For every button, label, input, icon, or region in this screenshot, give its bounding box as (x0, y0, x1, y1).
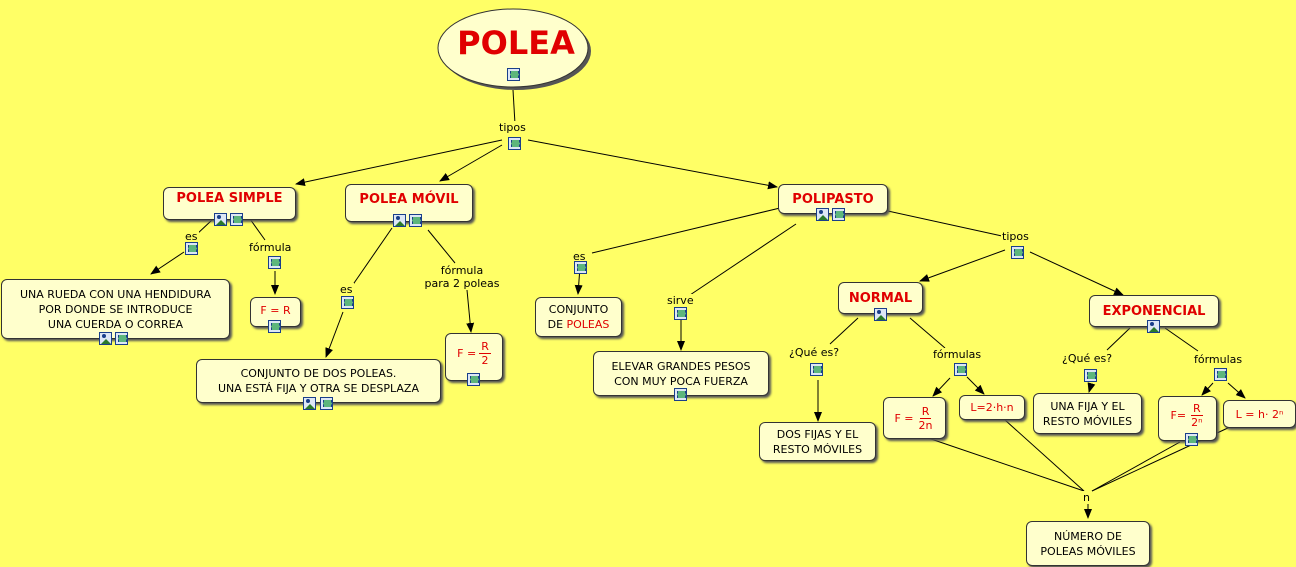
link-line: para 2 poleas (424, 277, 500, 290)
desc-line: DE POLEAS (548, 317, 610, 332)
image-icon[interactable] (214, 213, 227, 226)
node-normal-desc[interactable]: DOS FIJAS Y EL RESTO MÓVILES (759, 422, 876, 461)
video-icon[interactable] (810, 363, 823, 376)
video-icon[interactable] (341, 296, 354, 309)
desc-line: DOS FIJAS Y EL (776, 427, 859, 441)
video-icon[interactable] (230, 213, 243, 226)
link-sirve: sirve (666, 294, 695, 307)
image-icon[interactable] (816, 208, 829, 221)
link-n: n (1082, 491, 1091, 504)
video-icon[interactable] (832, 208, 845, 221)
node-exponencial-desc[interactable]: UNA FIJA Y EL RESTO MÓVILES (1033, 393, 1142, 434)
link-line: fórmula (440, 264, 484, 277)
link-formula: fórmula para 2 poleas (418, 264, 506, 290)
video-icon[interactable] (508, 137, 521, 150)
link-es: es (184, 230, 199, 243)
video-icon[interactable] (954, 363, 967, 376)
desc-line: UNA RUEDA CON UNA HENDIDURA (19, 287, 212, 301)
root-title: POLEA (457, 24, 575, 62)
video-icon[interactable] (185, 242, 198, 255)
node-title: NORMAL (848, 290, 913, 306)
video-icon[interactable] (674, 388, 687, 401)
fraction-formula: F = R 2n (894, 405, 934, 432)
video-icon[interactable] (268, 256, 281, 269)
desc-word: DE (547, 318, 564, 331)
node-title: POLEA SIMPLE (176, 191, 283, 206)
node-movil-desc[interactable]: CONJUNTO DE DOS POLEAS. UNA ESTÁ FIJA Y … (196, 359, 441, 403)
video-icon[interactable] (574, 261, 587, 274)
formula-lhs: F = (894, 411, 914, 425)
video-icon[interactable] (320, 397, 333, 410)
formula-text: L=2·h·n (970, 401, 1014, 414)
link-es: es (339, 283, 354, 296)
root-ellipse (437, 8, 591, 90)
denominator: 2ⁿ (1191, 416, 1203, 429)
node-normal-formula-l[interactable]: L=2·h·n (959, 395, 1025, 420)
link-formula: fórmula (248, 241, 293, 254)
node-polipasto-desc[interactable]: CONJUNTO DE POLEAS (535, 297, 622, 337)
fraction: R 2n (917, 405, 935, 432)
video-icon[interactable] (467, 373, 480, 386)
video-icon[interactable] (507, 68, 520, 81)
desc-highlight: POLEAS (566, 318, 610, 331)
video-icon[interactable] (1011, 246, 1024, 259)
video-icon[interactable] (1185, 433, 1198, 446)
numerator: R (1190, 402, 1203, 416)
desc-line: POLEAS MÓVILES (1040, 544, 1136, 558)
video-icon[interactable] (1214, 368, 1227, 381)
desc-line: RESTO MÓVILES (1042, 414, 1133, 428)
desc-line: POR DONDE SE INTRODUCE (38, 302, 193, 316)
desc-line: UNA FIJA Y EL (1050, 399, 1125, 413)
node-title: POLEA MÓVIL (359, 191, 459, 207)
formula-lhs: F= (1170, 409, 1187, 422)
desc-line: RESTO MÓVILES (772, 442, 863, 456)
image-icon[interactable] (393, 214, 406, 227)
link-tipos: tipos (1001, 230, 1030, 243)
link-tipos-main: tipos (498, 121, 527, 134)
desc-line: ELEVAR GRANDES PESOS (611, 359, 751, 373)
image-icon[interactable] (874, 308, 887, 321)
node-title: EXPONENCIAL (1102, 303, 1206, 319)
fraction-formula: F = R 2 (457, 340, 491, 367)
desc-line: CON MUY POCA FUERZA (614, 374, 748, 388)
node-title: POLIPASTO (792, 191, 874, 207)
node-normal-formula-f[interactable]: F = R 2n (883, 397, 946, 439)
link-que-es: ¿Qué es? (1061, 352, 1114, 365)
desc-line: UNA CUERDA O CORREA (47, 317, 184, 331)
video-icon[interactable] (1084, 369, 1097, 382)
link-formulas: fórmulas (932, 348, 983, 361)
node-polea-simple[interactable]: POLEA SIMPLE (163, 187, 296, 220)
desc-line: NÚMERO DE (1054, 529, 1122, 543)
link-es: es (572, 250, 587, 263)
formula-text: L = h· 2ⁿ (1235, 407, 1284, 421)
denominator: 2n (918, 418, 933, 432)
link-formulas: fórmulas (1193, 353, 1244, 366)
video-icon[interactable] (409, 214, 422, 227)
image-icon[interactable] (1147, 320, 1160, 333)
link-que-es: ¿Qué es? (788, 346, 841, 359)
node-polea-movil[interactable]: POLEA MÓVIL (345, 184, 473, 222)
numerator: R (919, 404, 932, 419)
image-icon[interactable] (99, 332, 112, 345)
formula-lhs: F = (457, 346, 477, 360)
desc-line: CONJUNTO DE DOS POLEAS. (240, 367, 397, 380)
video-icon[interactable] (268, 320, 281, 333)
video-icon[interactable] (674, 307, 687, 320)
node-simple-desc[interactable]: UNA RUEDA CON UNA HENDIDURA POR DONDE SE… (1, 279, 230, 339)
fraction: R 2ⁿ (1189, 402, 1204, 429)
fraction-formula: F= R 2ⁿ (1171, 402, 1205, 429)
fraction: R 2 (479, 340, 491, 367)
desc-line: UNA ESTÁ FIJA Y OTRA SE DESPLAZA (217, 382, 419, 395)
node-exponencial-formula-l[interactable]: L = h· 2ⁿ (1223, 400, 1296, 428)
formula-text: F = R (260, 303, 291, 317)
denominator: 2 (481, 353, 489, 367)
image-icon[interactable] (303, 397, 316, 410)
node-numero-poleas[interactable]: NÚMERO DE POLEAS MÓVILES (1026, 521, 1150, 566)
node-formula-simple[interactable]: F = R (250, 297, 301, 327)
video-icon[interactable] (115, 332, 128, 345)
numerator: R (479, 339, 491, 354)
desc-line: CONJUNTO (548, 303, 609, 316)
